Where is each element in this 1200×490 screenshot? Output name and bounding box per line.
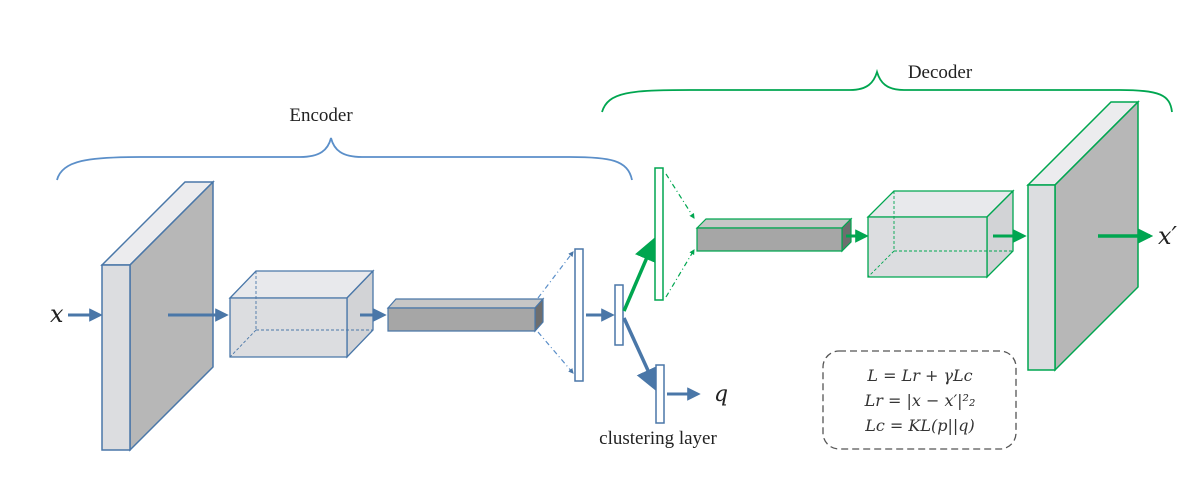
- decoder-bar: [695, 217, 853, 253]
- encoder-bar: [386, 297, 545, 333]
- embedding-to-clustering-arrow: [622, 317, 659, 393]
- decoder-output-slab: [1026, 100, 1140, 372]
- clustering-layer-label: clustering layer: [599, 428, 717, 449]
- encoder-dense-layer: [574, 248, 584, 382]
- decoder-dense-layer: [654, 167, 664, 301]
- loss-clustering-equation: Lc = KL(p||q): [864, 416, 975, 435]
- decoder-fan-bottom: [665, 249, 695, 298]
- q-output-label: q: [714, 382, 728, 407]
- decoder-brace: [601, 68, 1173, 113]
- decoder-fan-top: [665, 173, 695, 219]
- output-x-prime-label: x′: [1158, 222, 1178, 250]
- decoder-label: Decoder: [908, 62, 973, 83]
- encoder-fan-top: [537, 251, 574, 299]
- encoder-brace: [56, 137, 633, 181]
- loss-total-equation: L = Lr + γLc: [866, 366, 972, 385]
- loss-equation-box: [822, 350, 1017, 450]
- clustering-layer-box: [655, 364, 665, 424]
- input-x-label: x: [50, 300, 64, 328]
- decoder-cube: [866, 189, 1015, 279]
- encoder-label: Encoder: [289, 105, 353, 126]
- encoder-fan-bottom: [537, 331, 574, 374]
- embedding-layer: [614, 284, 624, 346]
- loss-reconstruction-equation: Lr = |x − x′|²₂: [864, 391, 976, 410]
- encoder-cube: [228, 269, 375, 359]
- embedding-to-decoder-arrow: [622, 236, 658, 312]
